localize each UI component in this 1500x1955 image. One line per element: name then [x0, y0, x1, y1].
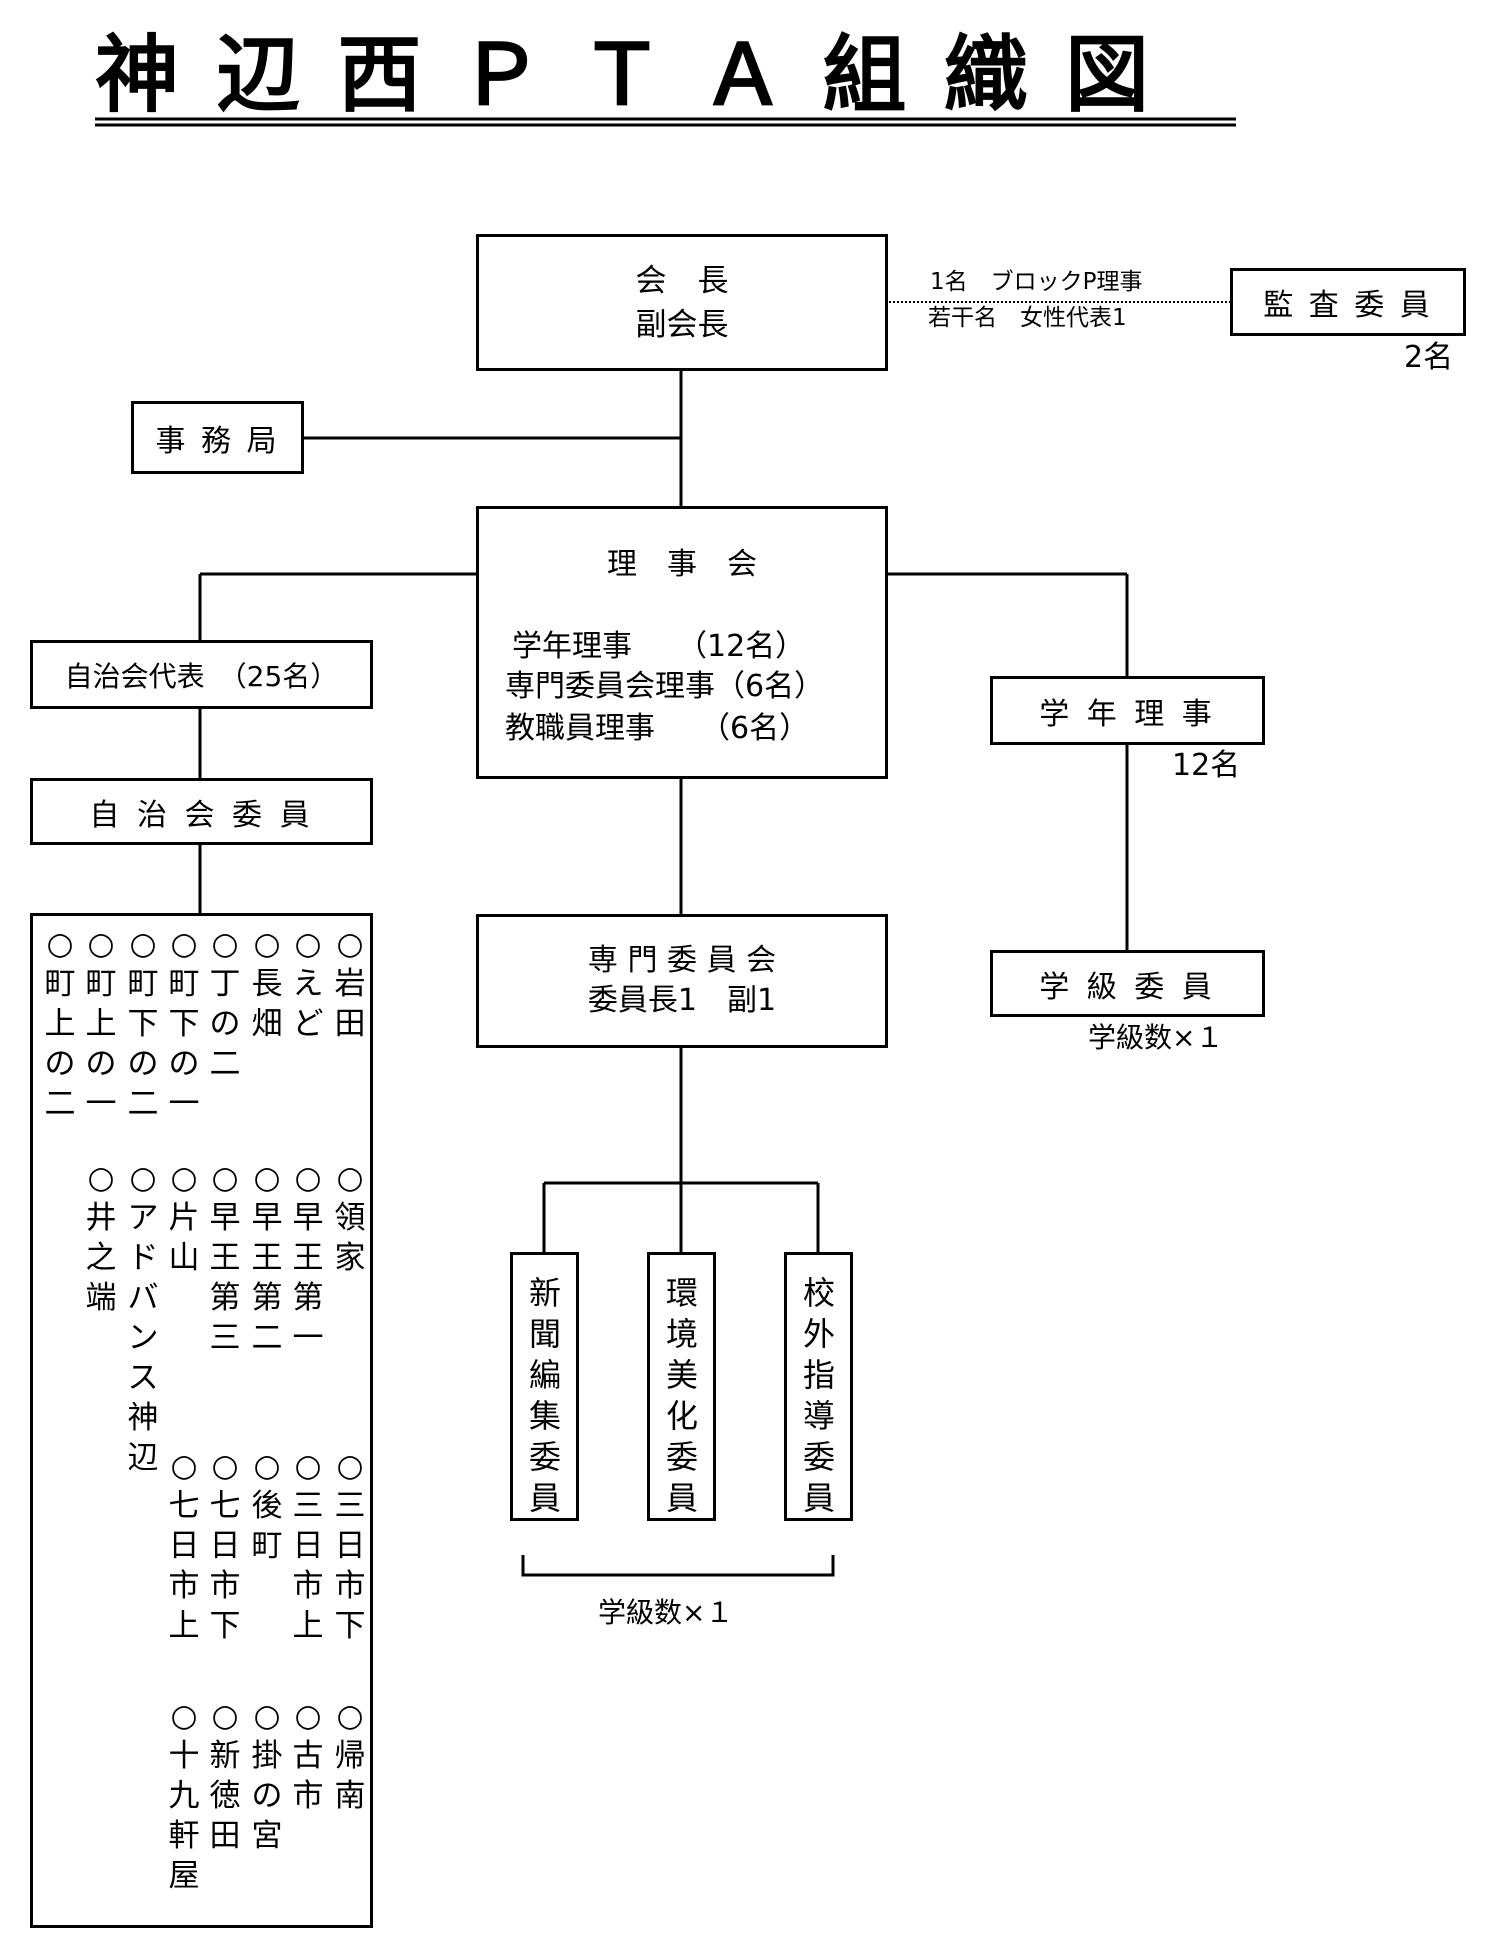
- district-name: ○町下の一: [168, 926, 200, 1122]
- grade-directors-label: 学 年 理 事: [1039, 696, 1216, 732]
- grade-directors-count: 12名: [1172, 748, 1241, 783]
- district-name: ○掛の宮: [251, 1698, 283, 1854]
- neighborhood-rep-box: 自治会代表 （25名）: [30, 640, 373, 709]
- sub-committee-label: 校外指導委員: [802, 1274, 835, 1517]
- district-name: ○早王第二: [251, 1160, 283, 1356]
- sub-committee-newspaper: 新聞編集委員: [510, 1252, 579, 1521]
- neighborhood-committee-label: 自 治 会 委 員: [89, 797, 314, 833]
- secretariat-box: 事 務 局: [131, 401, 304, 474]
- special-committee-label: 専 門 委 員 会: [587, 943, 777, 978]
- class-committee-count: 学級数×１: [1088, 1021, 1224, 1054]
- sub-committee-outside-guidance: 校外指導委員: [784, 1252, 853, 1521]
- district-name: ○三日市下: [334, 1448, 366, 1644]
- district-name: ○丁の二: [209, 926, 241, 1082]
- sub-committee-label: 環境美化委員: [665, 1274, 698, 1517]
- link-note-line2: 若干名 女性代表1: [928, 305, 1127, 331]
- auditor-box: 監 査 委 員: [1230, 268, 1466, 336]
- sub-committees-count: 学級数×１: [598, 1596, 734, 1629]
- page-title: 神 辺 西 Ｐ Ｔ Ａ 組 織 図: [95, 26, 1153, 124]
- auditor-count: 2名: [1404, 340, 1454, 375]
- president-box: 会 長 副会長: [476, 234, 888, 371]
- district-name: ○早王第一: [292, 1160, 324, 1356]
- district-name: ○アドバンス神辺: [127, 1160, 159, 1476]
- district-name: ○七日市上: [168, 1448, 200, 1644]
- vice-president-label: 副会長: [635, 306, 729, 343]
- neighborhood-rep-label: 自治会代表 （25名）: [64, 659, 339, 693]
- special-committee-officers: 委員長1 副1: [587, 983, 777, 1018]
- board-member-3: 教職員理事 （6名）: [505, 711, 810, 746]
- subcommittee-bracket: [521, 1555, 835, 1577]
- board-box: 理 事 会 学年理事 （12名） 専門委員会理事（6名） 教職員理事 （6名）: [476, 506, 888, 779]
- district-name: ○古市: [292, 1698, 324, 1814]
- sub-committee-label: 新聞編集委員: [528, 1274, 561, 1517]
- district-name: ○十九軒屋: [168, 1698, 200, 1894]
- district-name: ○町上の二: [44, 926, 76, 1122]
- grade-directors-box: 学 年 理 事: [990, 676, 1265, 745]
- district-name: ○早王第三: [209, 1160, 241, 1356]
- district-name: ○長畑: [251, 926, 283, 1042]
- special-committee-box: 専 門 委 員 会 委員長1 副1: [476, 914, 888, 1048]
- districts-box: ○町上の二 ○町上の一 ○町下の二 ○町下の一 ○丁の二 ○長畑 ○えど ○岩田 ○井之端 ○ア…: [30, 913, 373, 1928]
- class-committee-box: 学 級 委 員: [990, 950, 1265, 1017]
- president-label: 会 長: [635, 262, 729, 299]
- secretariat-label: 事 務 局: [155, 423, 280, 459]
- district-name: ○帰南: [334, 1698, 366, 1814]
- board-member-2: 専門委員会理事（6名）: [505, 669, 825, 704]
- board-member-1: 学年理事 （12名）: [512, 629, 806, 664]
- district-name: ○町下の二: [127, 926, 159, 1122]
- district-name: ○三日市上: [292, 1448, 324, 1644]
- auditor-label: 監 査 委 員: [1263, 288, 1433, 323]
- district-name: ○領家: [334, 1160, 366, 1276]
- class-committee-label: 学 級 委 員: [1039, 969, 1216, 1005]
- district-name: ○片山: [168, 1160, 200, 1276]
- district-name: ○岩田: [334, 926, 366, 1042]
- district-name: ○井之端: [85, 1160, 117, 1316]
- district-name: ○えど: [292, 926, 324, 1042]
- district-name: ○新徳田: [209, 1698, 241, 1854]
- sub-committee-environment: 環境美化委員: [647, 1252, 716, 1521]
- district-name: ○七日市下: [209, 1448, 241, 1644]
- district-name: ○町上の一: [85, 926, 117, 1122]
- neighborhood-committee-box: 自 治 会 委 員: [30, 778, 373, 845]
- link-note-line1: 1名 ブロックP理事: [930, 269, 1143, 295]
- board-label: 理 事 会: [607, 547, 757, 582]
- district-name: ○後町: [251, 1448, 283, 1564]
